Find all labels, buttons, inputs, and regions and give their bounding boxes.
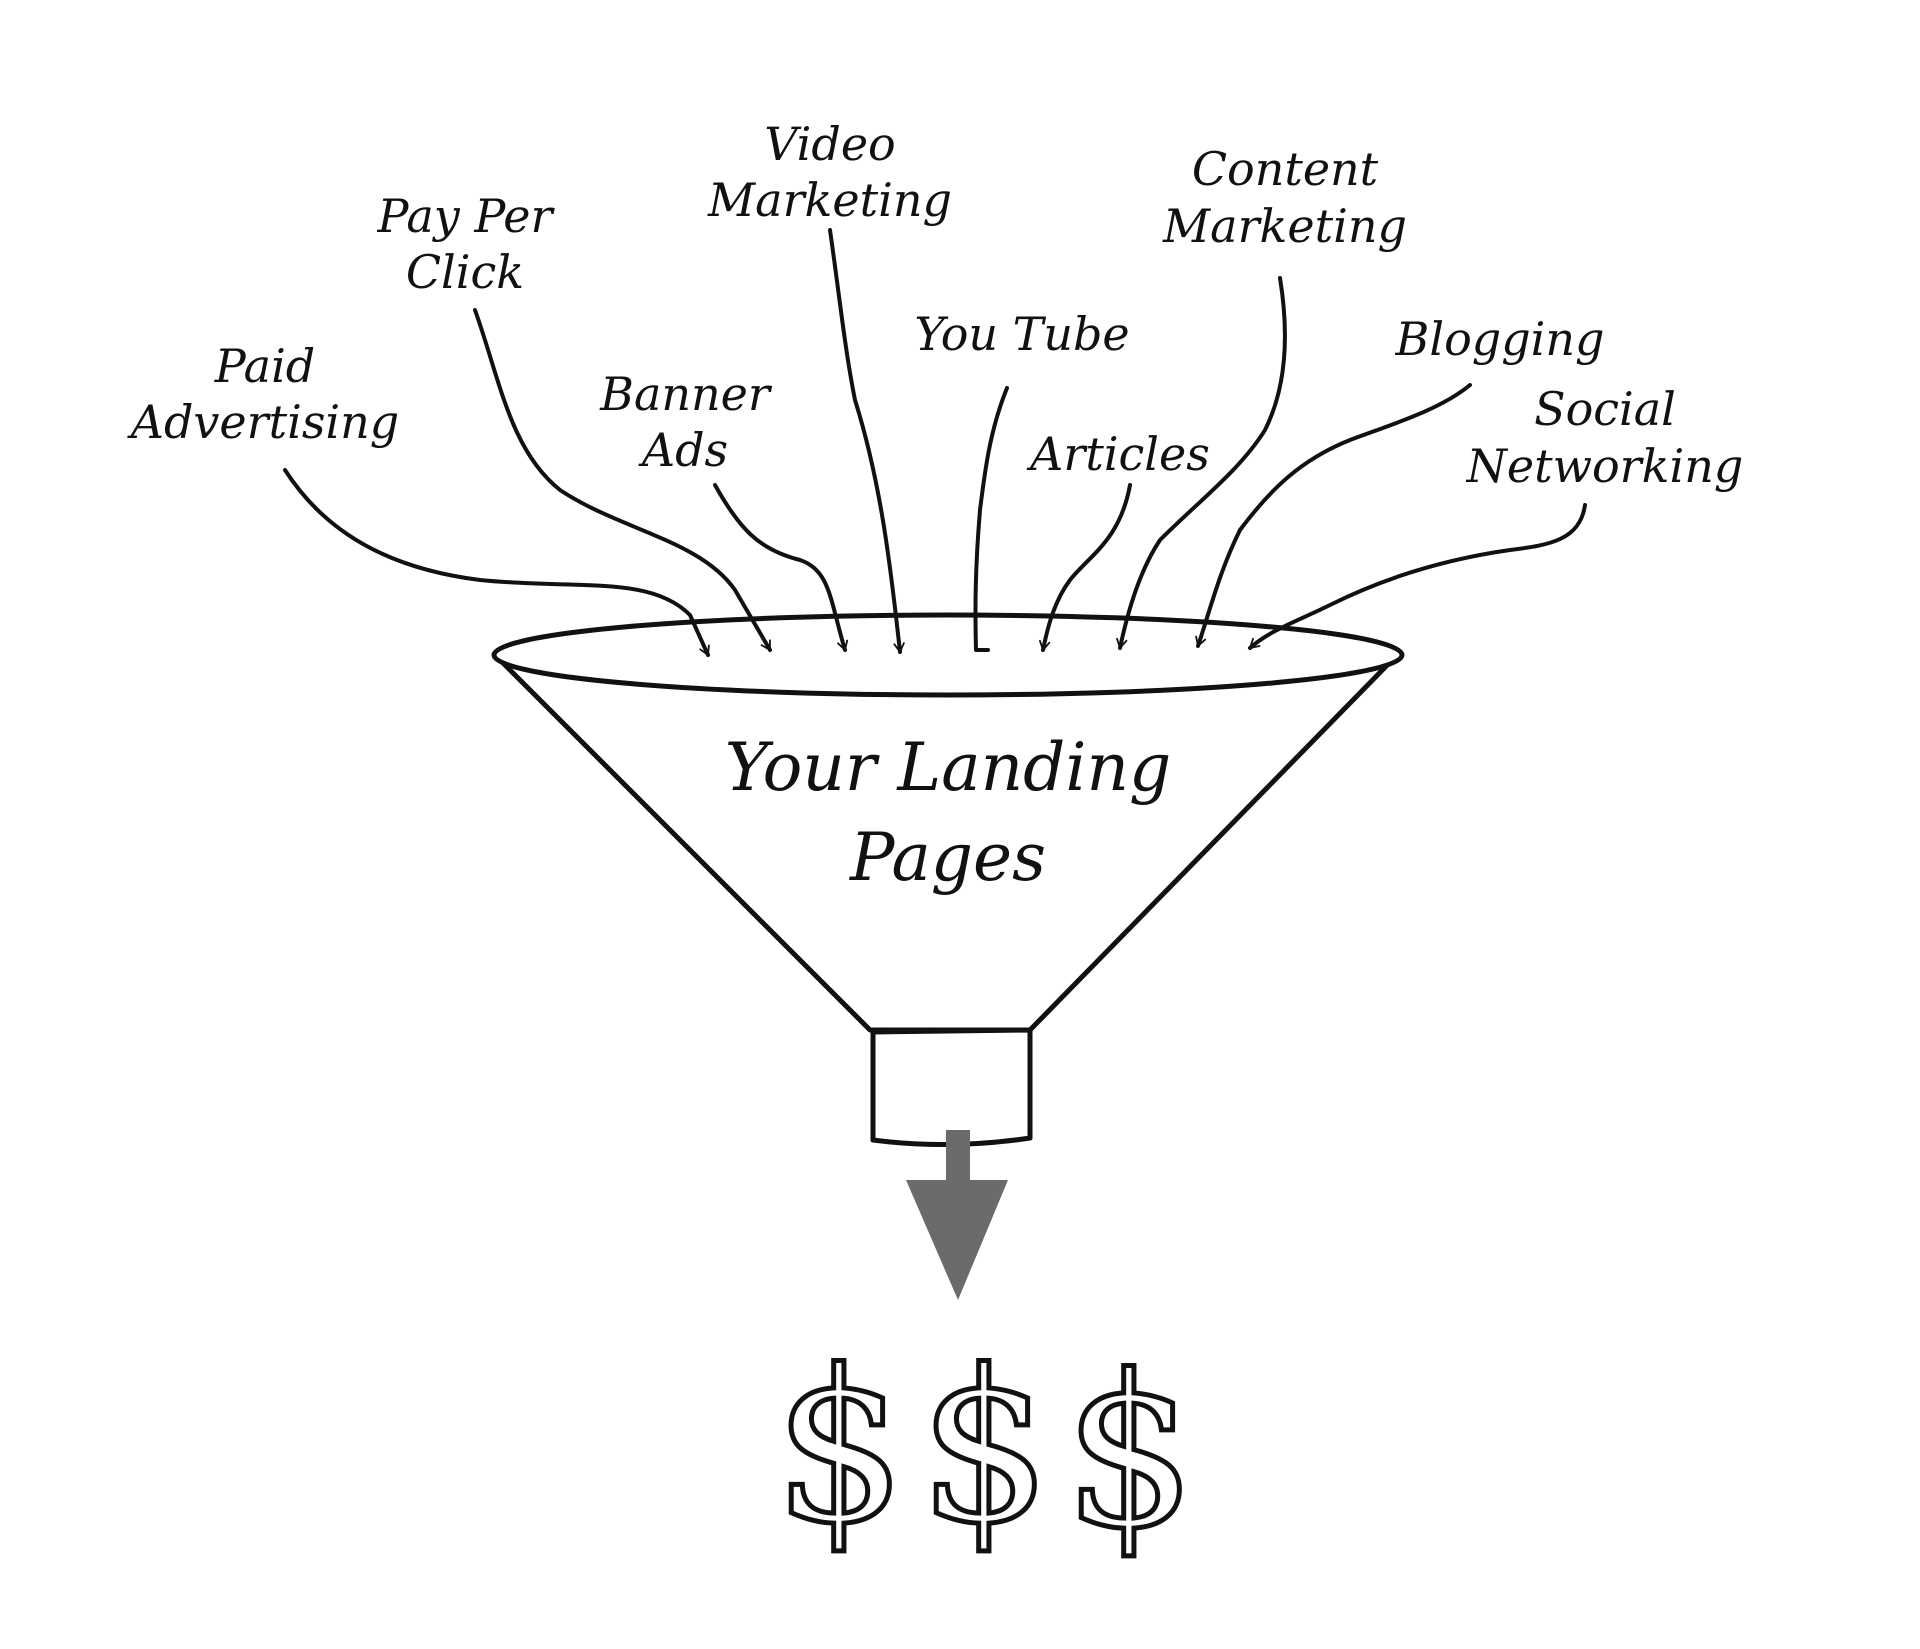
source-pay-per-click: Pay Per Click — [376, 189, 555, 299]
svg-text:Marketing: Marketing — [1162, 199, 1407, 253]
arrow-video-marketing — [828, 228, 905, 654]
arrow-banner-ads — [713, 483, 849, 652]
source-blogging: Blogging — [1395, 312, 1605, 366]
svg-text:Paid: Paid — [214, 339, 315, 393]
outcome-dollars: $ $ $ — [771, 1323, 1200, 1578]
svg-text:Content: Content — [1192, 142, 1379, 196]
arrow-pay-per-click — [473, 308, 772, 652]
arrow-paid-advertising — [283, 468, 710, 657]
funnel-rim — [491, 612, 1405, 698]
source-banner-ads: Banner Ads — [599, 367, 773, 477]
svg-text:You Tube: You Tube — [914, 307, 1129, 361]
source-paid-advertising: Paid Advertising — [127, 339, 399, 449]
dollar-icon: $ — [773, 1325, 907, 1570]
svg-text:Blogging: Blogging — [1395, 312, 1605, 366]
svg-text:Social: Social — [1534, 382, 1676, 436]
source-youtube: You Tube — [914, 307, 1129, 361]
svg-text:Video: Video — [764, 117, 896, 171]
arrow-youtube — [973, 386, 1009, 652]
dollar-icon: $ — [1063, 1330, 1197, 1575]
svg-text:Pay Per: Pay Per — [376, 189, 555, 243]
funnel-spout — [870, 1027, 1033, 1148]
dollar-icon: $ — [918, 1325, 1052, 1570]
svg-text:Click: Click — [406, 245, 524, 299]
funnel-label-line1: Your Landing — [725, 729, 1171, 806]
source-video-marketing: Video Marketing — [707, 117, 952, 227]
svg-text:Marketing: Marketing — [707, 173, 952, 227]
arrow-content-marketing — [1116, 276, 1287, 650]
svg-text:Articles: Articles — [1026, 427, 1210, 481]
arrow-blogging — [1195, 383, 1472, 648]
svg-text:Banner: Banner — [599, 367, 773, 421]
svg-text:Advertising: Advertising — [127, 395, 399, 449]
down-arrow-icon — [906, 1130, 1008, 1300]
connector-arrows — [283, 228, 1587, 657]
source-articles: Articles — [1026, 427, 1210, 481]
svg-text:Ads: Ads — [638, 423, 728, 477]
funnel-label-line2: Pages — [849, 819, 1046, 896]
arrow-social-networking — [1248, 503, 1587, 650]
svg-text:Networking: Networking — [1466, 439, 1744, 493]
arrow-articles — [1039, 483, 1132, 652]
source-content-marketing: Content Marketing — [1162, 142, 1407, 253]
source-social-networking: Social Networking — [1466, 382, 1744, 493]
